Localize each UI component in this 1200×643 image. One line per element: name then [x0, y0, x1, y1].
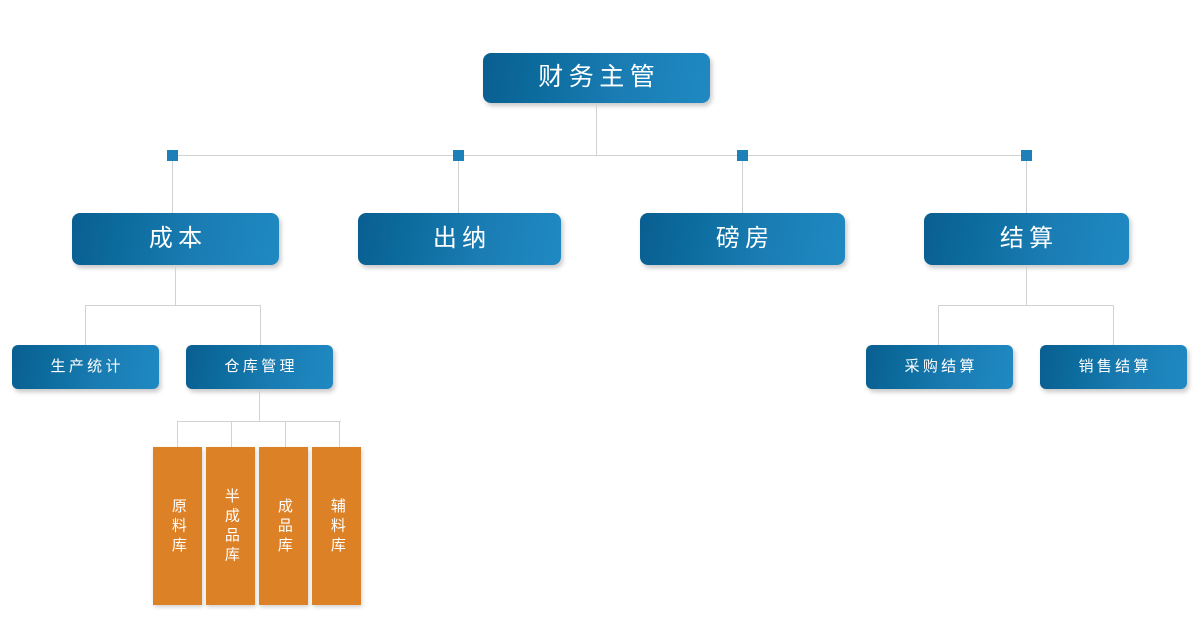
- junction-marker-cost[interactable]: [167, 150, 178, 161]
- connector-drop-cost: [172, 155, 173, 213]
- node-sales-settlement[interactable]: 销售结算: [1040, 345, 1187, 389]
- connector-drop-finished-goods: [285, 421, 286, 447]
- connector-drop-purchase-settlement: [938, 305, 939, 345]
- junction-marker-weighbridge[interactable]: [737, 150, 748, 161]
- connector-cost-bus: [85, 305, 261, 306]
- node-warehouse-finished-goods[interactable]: 成品库: [259, 447, 308, 605]
- connector-level2-bus: [172, 155, 1028, 156]
- connector-drop-semi-finished: [231, 421, 232, 447]
- junction-marker-cashier[interactable]: [453, 150, 464, 161]
- node-warehouse-auxiliary-material[interactable]: 辅料库: [312, 447, 361, 605]
- connector-warehouse-stem: [259, 389, 260, 421]
- node-dept-weighbridge[interactable]: 磅房: [640, 213, 845, 265]
- node-dept-settlement[interactable]: 结算: [924, 213, 1129, 265]
- connector-drop-cashier: [458, 155, 459, 213]
- node-root-finance-supervisor[interactable]: 财务主管: [483, 53, 710, 103]
- connector-drop-auxiliary-material: [339, 421, 340, 447]
- connector-drop-raw-material: [177, 421, 178, 447]
- connector-cost-stem: [175, 265, 176, 305]
- node-dept-cost[interactable]: 成本: [72, 213, 279, 265]
- connector-settlement-bus: [938, 305, 1114, 306]
- connector-drop-settlement: [1026, 155, 1027, 213]
- connector-warehouse-bus: [177, 421, 341, 422]
- connector-drop-weighbridge: [742, 155, 743, 213]
- node-production-statistics[interactable]: 生产统计: [12, 345, 159, 389]
- node-dept-cashier[interactable]: 出纳: [358, 213, 561, 265]
- node-purchase-settlement[interactable]: 采购结算: [866, 345, 1013, 389]
- node-warehouse-semi-finished[interactable]: 半成品库: [206, 447, 255, 605]
- junction-marker-settlement[interactable]: [1021, 150, 1032, 161]
- connector-drop-sales-settlement: [1113, 305, 1114, 345]
- connector-drop-production-stats: [85, 305, 86, 345]
- node-warehouse-management[interactable]: 仓库管理: [186, 345, 333, 389]
- connector-root-stem: [596, 103, 597, 156]
- connector-settlement-stem: [1026, 265, 1027, 305]
- node-warehouse-raw-material[interactable]: 原料库: [153, 447, 202, 605]
- connector-drop-warehouse-mgmt: [260, 305, 261, 345]
